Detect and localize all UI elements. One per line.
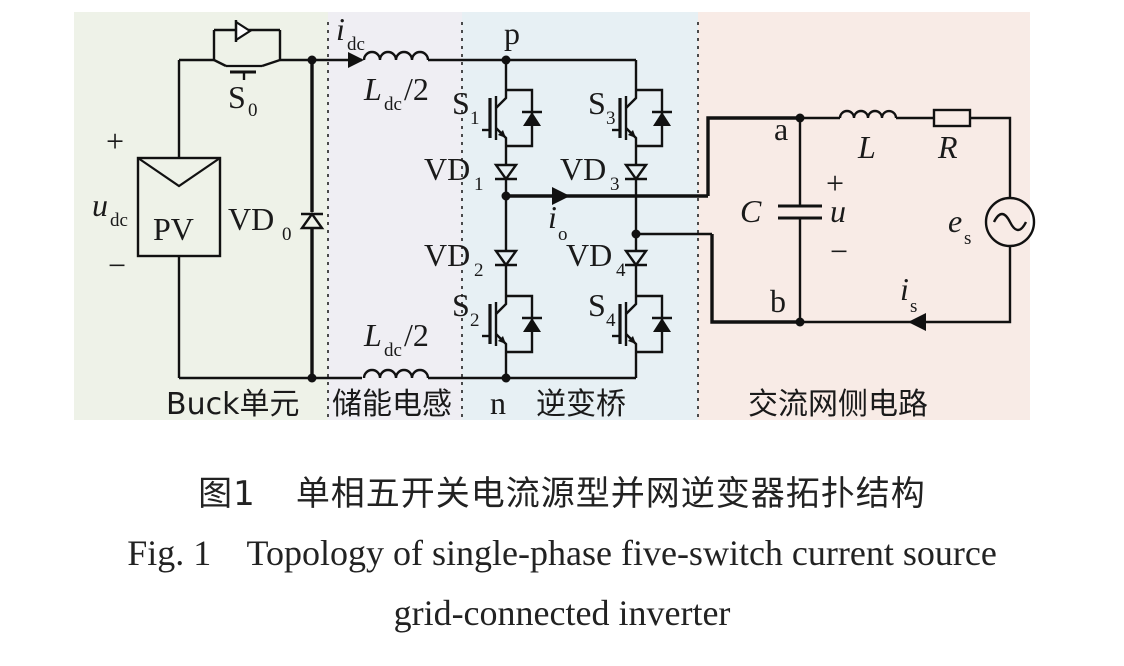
ldc-bottom-tail: /2: [404, 317, 429, 353]
vd4-label: VD: [566, 237, 612, 273]
region-buck-label: Buck单元: [166, 387, 299, 422]
s1-label: S: [452, 85, 470, 121]
wire-to-b: [710, 234, 800, 324]
grid-resistor-label: R: [937, 129, 958, 165]
region-ac-label: 交流网侧电路: [748, 387, 928, 422]
vd3-subscript: 3: [610, 174, 620, 195]
caption-zh-title: 单相五开关电流源型并网逆变器拓扑结构: [295, 474, 926, 514]
ldc-top-tail: /2: [404, 71, 429, 107]
idc-arrow: [348, 52, 364, 68]
wire-r-to-source: [970, 116, 1012, 198]
wire-to-a: [706, 116, 800, 196]
cap-c-label: C: [740, 193, 762, 229]
es-subscript: s: [964, 228, 971, 249]
udc-label: u: [92, 187, 108, 223]
s0-subscript: 0: [248, 100, 258, 121]
region-bridge-label: 逆变桥: [536, 387, 626, 422]
vd4-subscript: 4: [616, 260, 626, 281]
grid-inductor: [838, 109, 898, 119]
inductor-region: [328, 12, 462, 420]
s3-label: S: [588, 85, 606, 121]
vd3-label: VD: [560, 151, 606, 187]
bridge-region: [462, 12, 698, 420]
is-arrow: [908, 313, 926, 331]
circuit-diagram: PV + − u dc S 0 i dc L dc /2 p VD 0 L dc: [74, 11, 1036, 422]
vd2-subscript: 2: [474, 260, 484, 281]
wire-source-to-b: [850, 246, 1012, 324]
ac-region: [698, 12, 1030, 420]
s2-subscript: 2: [470, 310, 480, 331]
sine-icon: [992, 212, 1028, 232]
s0-switch: [212, 19, 282, 80]
pv-panel: [136, 60, 222, 378]
caption-chinese: 图1 单相五开关电流源型并网逆变器拓扑结构: [0, 466, 1124, 515]
caption-zh-number: 图1: [198, 474, 256, 514]
s4-subscript: 4: [606, 310, 616, 331]
region-inductor-label: 储能电感: [332, 387, 452, 422]
s3-subscript: 3: [606, 108, 616, 129]
s2-label: S: [452, 287, 470, 323]
pv-label: PV: [153, 211, 194, 247]
vd0-subscript: 0: [282, 224, 292, 245]
io-arrow: [552, 187, 570, 205]
vd1-label: VD: [424, 151, 470, 187]
node-b-label: b: [770, 283, 786, 319]
node-p-label: p: [504, 15, 520, 51]
vd0-label: VD: [228, 201, 274, 237]
ldc-bottom-label: L: [363, 317, 382, 353]
udc-subscript: dc: [110, 210, 128, 231]
is-label: i: [900, 271, 909, 307]
caption-english-line1: Fig. 1 Topology of single-phase five-swi…: [127, 533, 997, 573]
ldc-top-subscript: dc: [384, 94, 402, 115]
pv-minus: −: [108, 247, 126, 283]
is-subscript: s: [910, 296, 917, 317]
ldc-top-inductor: [362, 50, 430, 61]
caption-english-line2: grid-connected inverter: [393, 593, 731, 633]
es-label: e: [948, 203, 962, 239]
node-n-label: n: [490, 385, 506, 421]
s1-subscript: 1: [470, 108, 480, 129]
io-subscript: o: [558, 224, 568, 245]
ldc-bottom-subscript: dc: [384, 340, 402, 361]
io-label: i: [548, 199, 557, 235]
cap-plus: +: [826, 165, 844, 201]
buck-region: [74, 12, 328, 420]
s0-label: S: [228, 79, 246, 115]
pv-plus: +: [106, 123, 124, 159]
node-a-label: a: [774, 111, 788, 147]
ldc-top-label: L: [363, 71, 382, 107]
cap-u-label: u: [830, 193, 846, 229]
cap-minus: −: [830, 233, 848, 269]
ldc-bottom-inductor: [362, 368, 430, 379]
s4-label: S: [588, 287, 606, 323]
node-buck-bottom: [307, 373, 317, 383]
idc-label: i: [336, 11, 345, 47]
vd1-subscript: 1: [474, 174, 484, 195]
idc-subscript: dc: [347, 34, 365, 55]
vd2-label: VD: [424, 237, 470, 273]
grid-inductor-label: L: [857, 129, 876, 165]
